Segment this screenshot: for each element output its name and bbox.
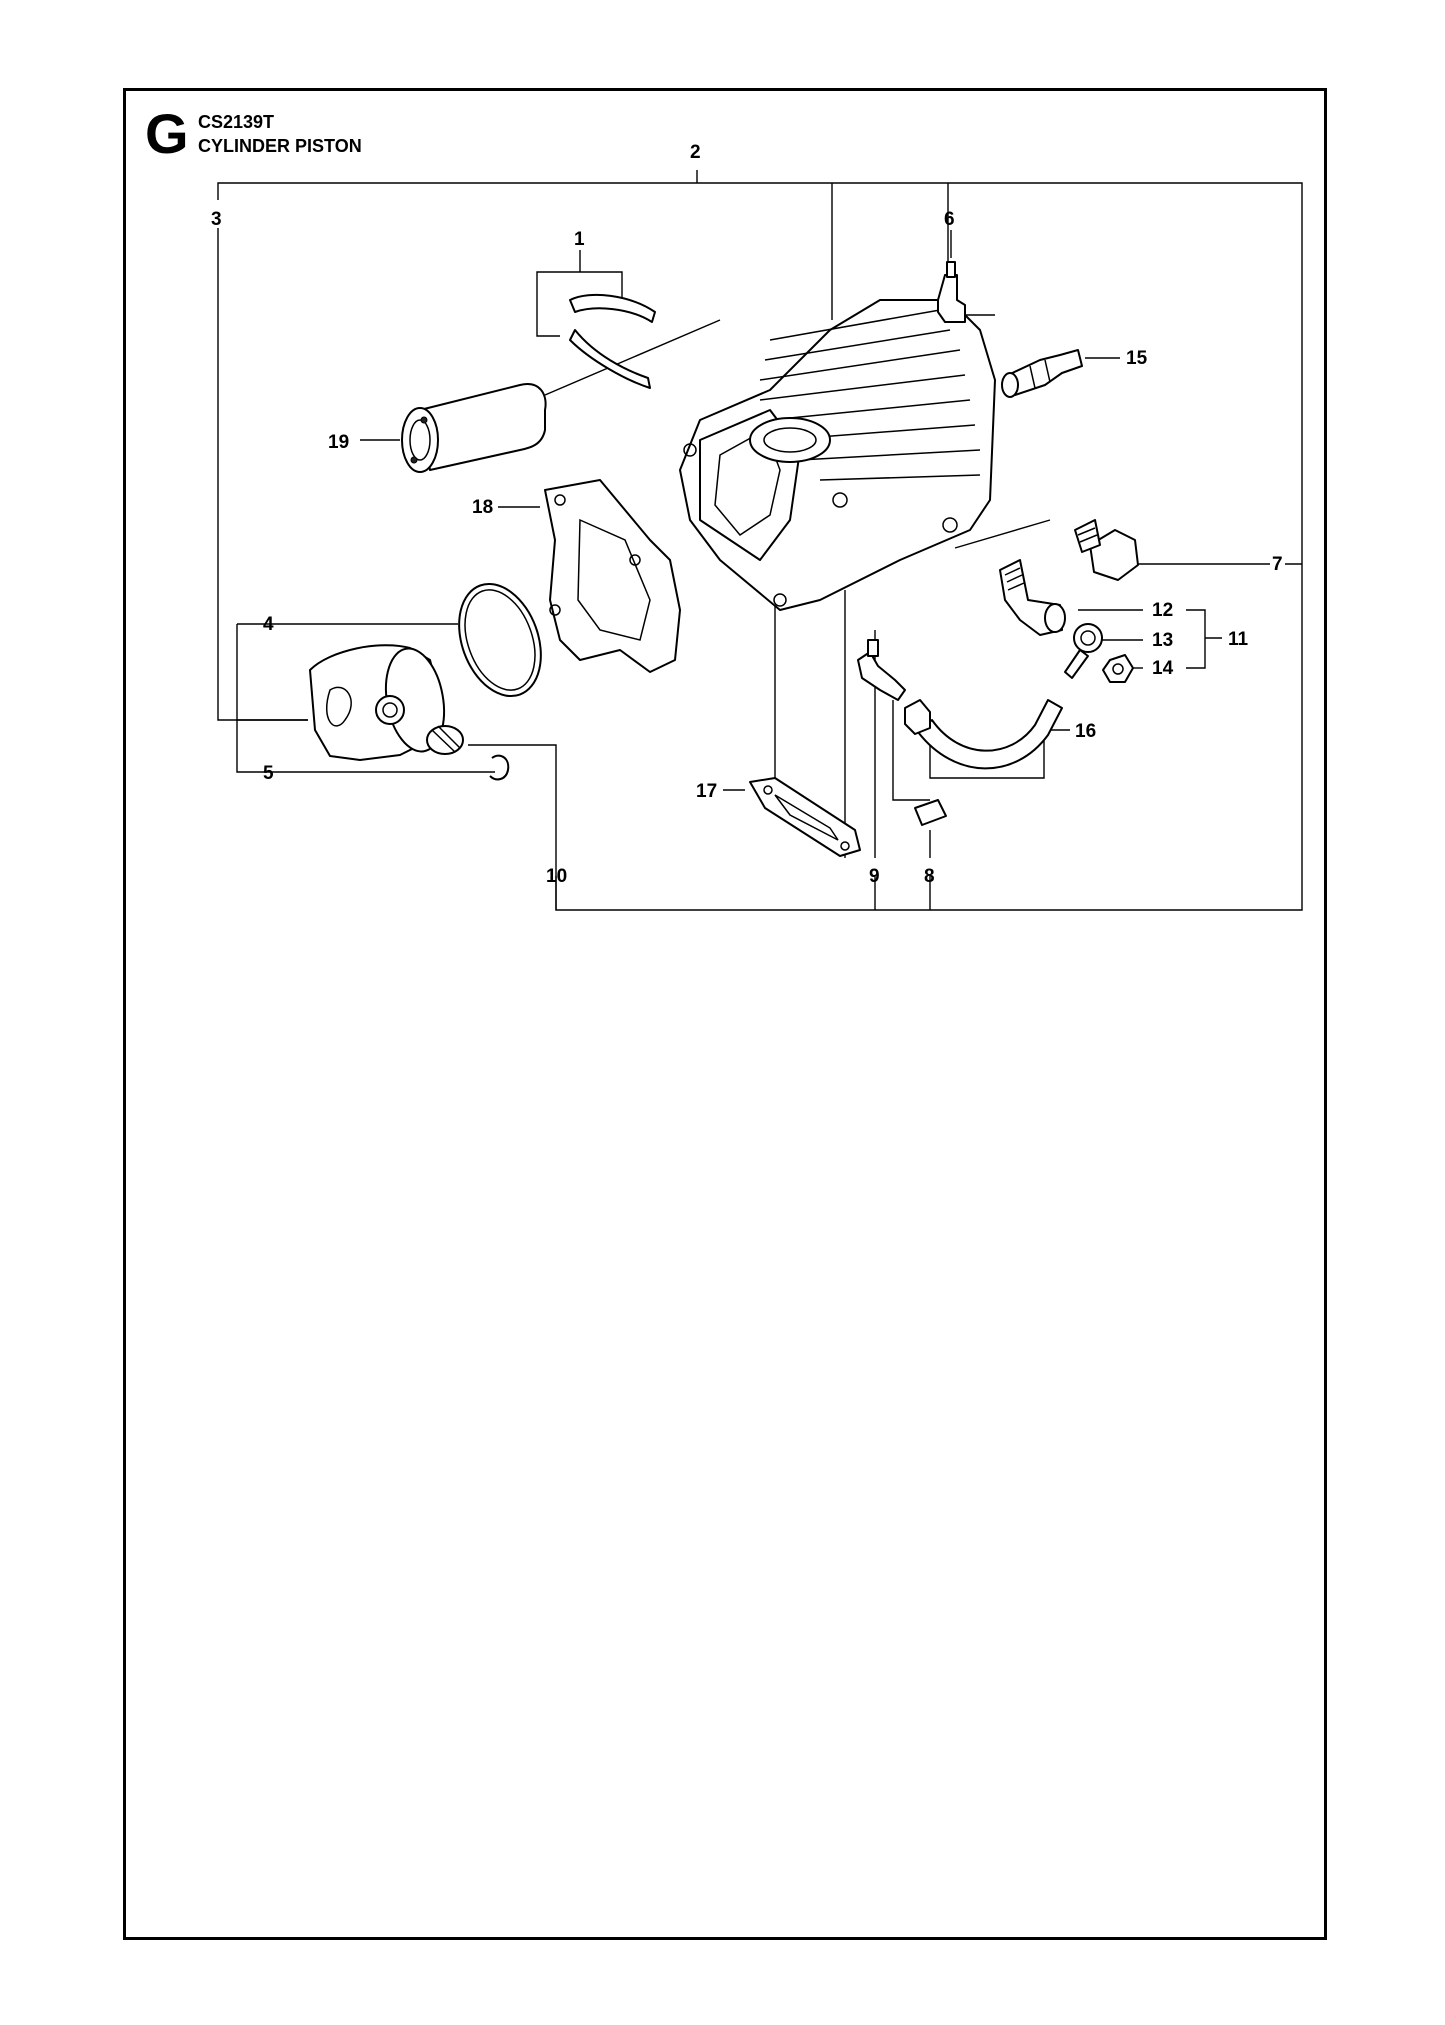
page-frame bbox=[123, 88, 1327, 1940]
part-pin bbox=[914, 799, 947, 826]
callout-1: 1 bbox=[574, 229, 585, 250]
part-clamp bbox=[569, 293, 656, 389]
part-spark-plug bbox=[1001, 349, 1083, 398]
callout-9: 9 bbox=[869, 866, 880, 887]
callout-6: 6 bbox=[944, 209, 955, 230]
model-number: CS2139T bbox=[198, 112, 275, 132]
callout-17: 17 bbox=[696, 781, 717, 802]
part-cylinder bbox=[679, 299, 996, 611]
callout-labels: 2 3 1 6 15 19 18 7 12 11 13 14 4 5 16 17… bbox=[211, 142, 1283, 887]
callout-5: 5 bbox=[263, 763, 274, 784]
callout-10: 10 bbox=[546, 866, 567, 887]
callout-12: 12 bbox=[1152, 600, 1173, 621]
callout-2: 2 bbox=[690, 142, 701, 163]
diagram-title: CYLINDER PISTON bbox=[198, 136, 362, 156]
callout-13: 13 bbox=[1152, 630, 1173, 651]
callout-18: 18 bbox=[472, 497, 493, 518]
part-washer-nut bbox=[1102, 654, 1134, 683]
callout-14: 14 bbox=[1152, 658, 1174, 679]
callout-8: 8 bbox=[924, 866, 935, 887]
part-needle-bearing bbox=[426, 725, 464, 755]
part-decomp-valve bbox=[1074, 519, 1139, 581]
part-piston bbox=[309, 644, 446, 761]
part-exhaust-gasket bbox=[749, 777, 861, 857]
section-letter: G bbox=[145, 102, 189, 165]
callout-7: 7 bbox=[1272, 554, 1283, 575]
callout-4: 4 bbox=[263, 614, 274, 635]
part-intake-flange bbox=[401, 383, 547, 473]
part-fuel-hose bbox=[917, 699, 1063, 770]
part-elbow-fitting bbox=[937, 261, 966, 323]
part-intake-gasket bbox=[544, 479, 681, 673]
part-piston-ring bbox=[458, 582, 542, 698]
callout-19: 19 bbox=[328, 432, 349, 453]
callout-15: 15 bbox=[1126, 348, 1148, 369]
part-circlip bbox=[489, 754, 510, 781]
part-hose-nipple bbox=[857, 639, 931, 735]
part-banjo-fitting bbox=[1064, 623, 1103, 679]
callout-11: 11 bbox=[1228, 629, 1249, 650]
callout-16: 16 bbox=[1075, 721, 1096, 742]
part-adjuster-screw bbox=[999, 559, 1066, 636]
callout-3: 3 bbox=[211, 209, 222, 230]
